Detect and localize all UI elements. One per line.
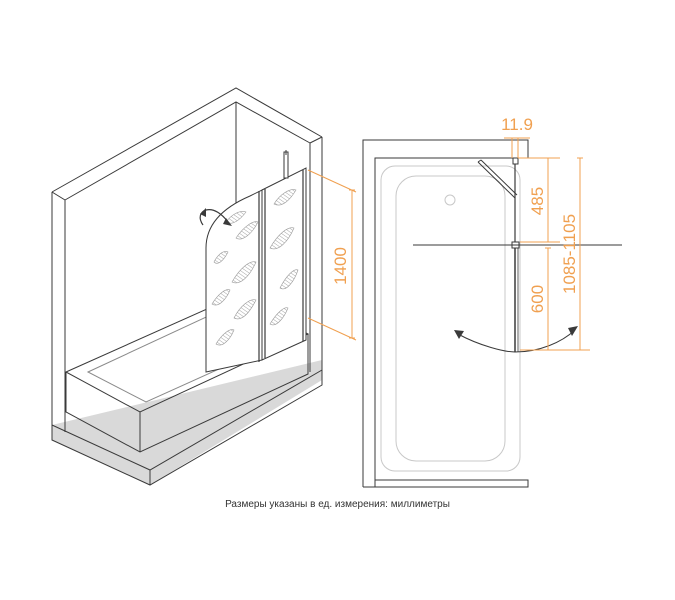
height-dimension: 1400 — [307, 169, 357, 341]
fixed-width-label: 485 — [528, 187, 547, 215]
perspective-view: 1400 — [51, 87, 357, 486]
plan-view: 11.9 485 600 1085-1105 — [362, 115, 622, 488]
height-label: 1400 — [331, 247, 350, 285]
plan-swing-arrow — [454, 326, 578, 353]
drain-icon — [444, 194, 456, 206]
shower-screen — [199, 150, 307, 373]
glass-pattern — [211, 189, 299, 346]
room-walls — [51, 87, 323, 432]
plan-wall — [362, 139, 529, 488]
floor-slab — [51, 360, 323, 486]
plan-screen — [477, 157, 520, 352]
plan-bathtub — [380, 165, 521, 472]
units-caption: Размеры указаны в ед. измерения: миллиме… — [225, 499, 450, 510]
swing-width-label: 600 — [528, 285, 547, 313]
bathtub — [64, 295, 310, 453]
swing-direction-arrow — [199, 208, 232, 226]
plan-dimensions — [504, 137, 590, 351]
fixed-panel — [261, 167, 307, 361]
wall-thickness-label: 11.9 — [501, 115, 533, 134]
total-width-label: 1085-1105 — [560, 214, 579, 294]
